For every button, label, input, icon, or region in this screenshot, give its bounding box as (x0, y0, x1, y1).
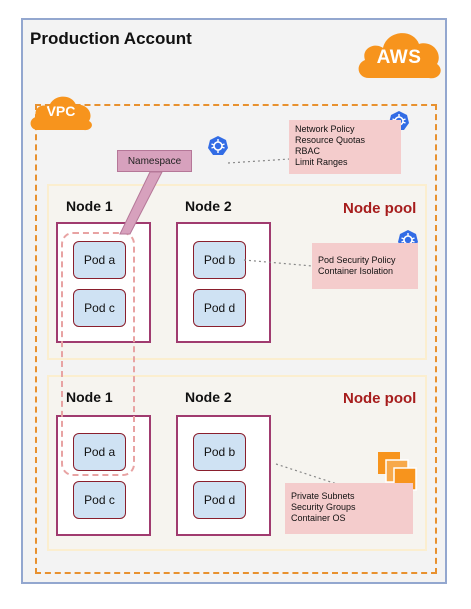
pool2-node2-label: Node 2 (185, 389, 232, 405)
pool2-pod-b: Pod b (193, 433, 246, 471)
vpc-cloud-icon (30, 96, 92, 131)
pool2-pod-d: Pod d (193, 481, 246, 519)
pod-policy-note: Pod Security Policy Container Isolation (312, 243, 418, 289)
node-pool-2-label: Node pool (343, 390, 417, 407)
note-line: RBAC (295, 146, 321, 156)
pool1-node1-label: Node 1 (66, 198, 113, 214)
aws-label: AWS (376, 47, 422, 68)
pool1-node2-label: Node 2 (185, 198, 232, 214)
vpc-label: VPC (46, 103, 76, 119)
note-line: Network Policy (295, 124, 355, 134)
pool1-pod-c: Pod c (73, 289, 126, 327)
policy-connector (227, 158, 291, 164)
cluster-policy-note: Network Policy Resource Quotas RBAC Limi… (289, 120, 401, 174)
namespace-callout-pointer (119, 171, 163, 235)
pool2-pod-c: Pod c (73, 481, 126, 519)
pool1-pod-d: Pod d (193, 289, 246, 327)
note-line: Limit Ranges (295, 157, 348, 167)
namespace-boundary (61, 232, 135, 476)
pool2-node1-label: Node 1 (66, 389, 113, 405)
pod-policy-connector (243, 259, 313, 267)
note-line: Private Subnets (291, 491, 355, 501)
note-line: Container Isolation (318, 266, 394, 276)
kubernetes-icon (208, 136, 228, 155)
vpc-boundary (35, 104, 437, 574)
aws-cloud-icon (358, 33, 441, 79)
network-note: Private Subnets Security Groups Containe… (285, 483, 413, 534)
node-pool-1-label: Node pool (343, 200, 417, 217)
note-line: Container OS (291, 513, 346, 523)
network-connector (275, 463, 341, 486)
pool2-pod-a: Pod a (73, 433, 126, 471)
note-line: Security Groups (291, 502, 356, 512)
namespace-label: Namespace (117, 150, 192, 172)
account-title: Production Account (30, 29, 192, 48)
note-line: Pod Security Policy (318, 255, 396, 265)
note-line: Resource Quotas (295, 135, 366, 145)
pool1-pod-a: Pod a (73, 241, 126, 279)
